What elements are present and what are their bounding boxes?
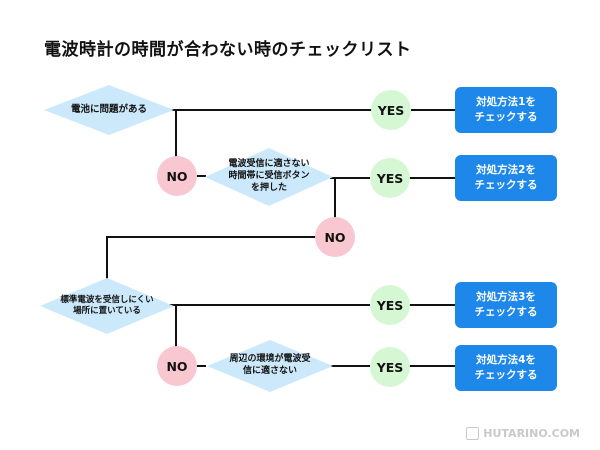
question-diamond-1: 電池に問題がある (44, 85, 174, 135)
no-node-1: NO (157, 156, 197, 196)
question-diamond-2: 電波受信に適さない 時間帯に受信ボタン を押した (205, 148, 333, 206)
yes-node-2: YES (370, 158, 410, 198)
yes-node-3: YES (370, 285, 410, 325)
action-box-2: 対処方法2を チェックする (455, 155, 557, 201)
question-diamond-4: 周辺の環境が電波受 信に適さない (207, 340, 333, 392)
watermark-logo-icon (466, 427, 480, 440)
yes-node-4: YES (370, 347, 410, 387)
action-box-1: 対処方法1を チェックする (455, 87, 557, 133)
no-node-3: NO (157, 346, 197, 386)
question-4-label: 周辺の環境が電波受 信に適さない (229, 354, 311, 376)
question-3-label: 標準電波を受信しにくい 場所に置いている (60, 294, 154, 316)
question-1-label: 電池に問題がある (70, 103, 147, 115)
connector-no2-q3 (106, 236, 317, 280)
watermark: HUTARINO.COM (466, 427, 580, 440)
no-node-2: NO (315, 217, 355, 257)
page-title: 電波時計の時間が合わない時のチェックリスト (44, 40, 412, 60)
action-box-4: 対処方法4を チェックする (455, 345, 557, 391)
yes-node-1: YES (371, 90, 411, 130)
question-diamond-3: 標準電波を受信しにくい 場所に置いている (40, 278, 174, 334)
action-box-3: 対処方法3を チェックする (455, 282, 557, 328)
watermark-text: HUTARINO.COM (483, 427, 580, 440)
question-2-label: 電波受信に適さない 時間帯に受信ボタン を押した (228, 159, 310, 193)
